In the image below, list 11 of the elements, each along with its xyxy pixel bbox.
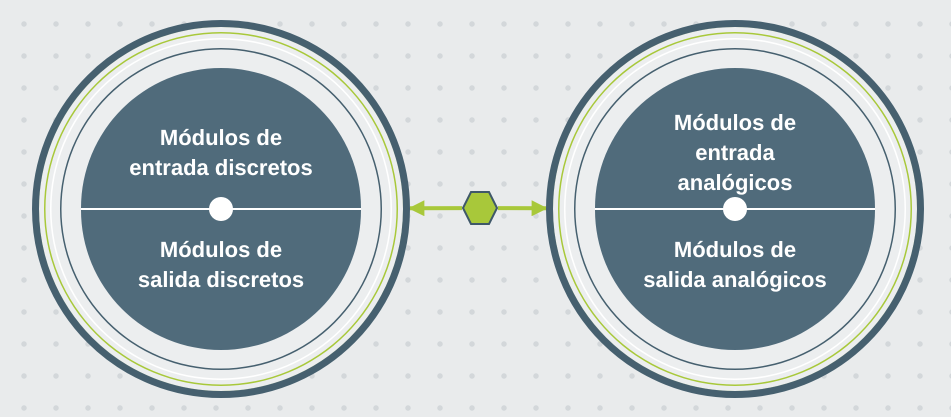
- hexagon: [462, 190, 498, 226]
- module-label: Módulos de salida discretos: [136, 236, 306, 294]
- arrow: [408, 200, 462, 216]
- half-circle-panel: [595, 209, 875, 350]
- module-label: Módulos de entrada discretos: [128, 124, 314, 182]
- half-circle-panel: [81, 68, 361, 209]
- arrow: [498, 200, 548, 216]
- half-circle-panel: [81, 209, 361, 350]
- half-circle-panel: [595, 68, 875, 209]
- module-label: Módulos de salida analógicos: [642, 236, 828, 294]
- module-label: Módulos de entrada analógicos: [672, 109, 798, 197]
